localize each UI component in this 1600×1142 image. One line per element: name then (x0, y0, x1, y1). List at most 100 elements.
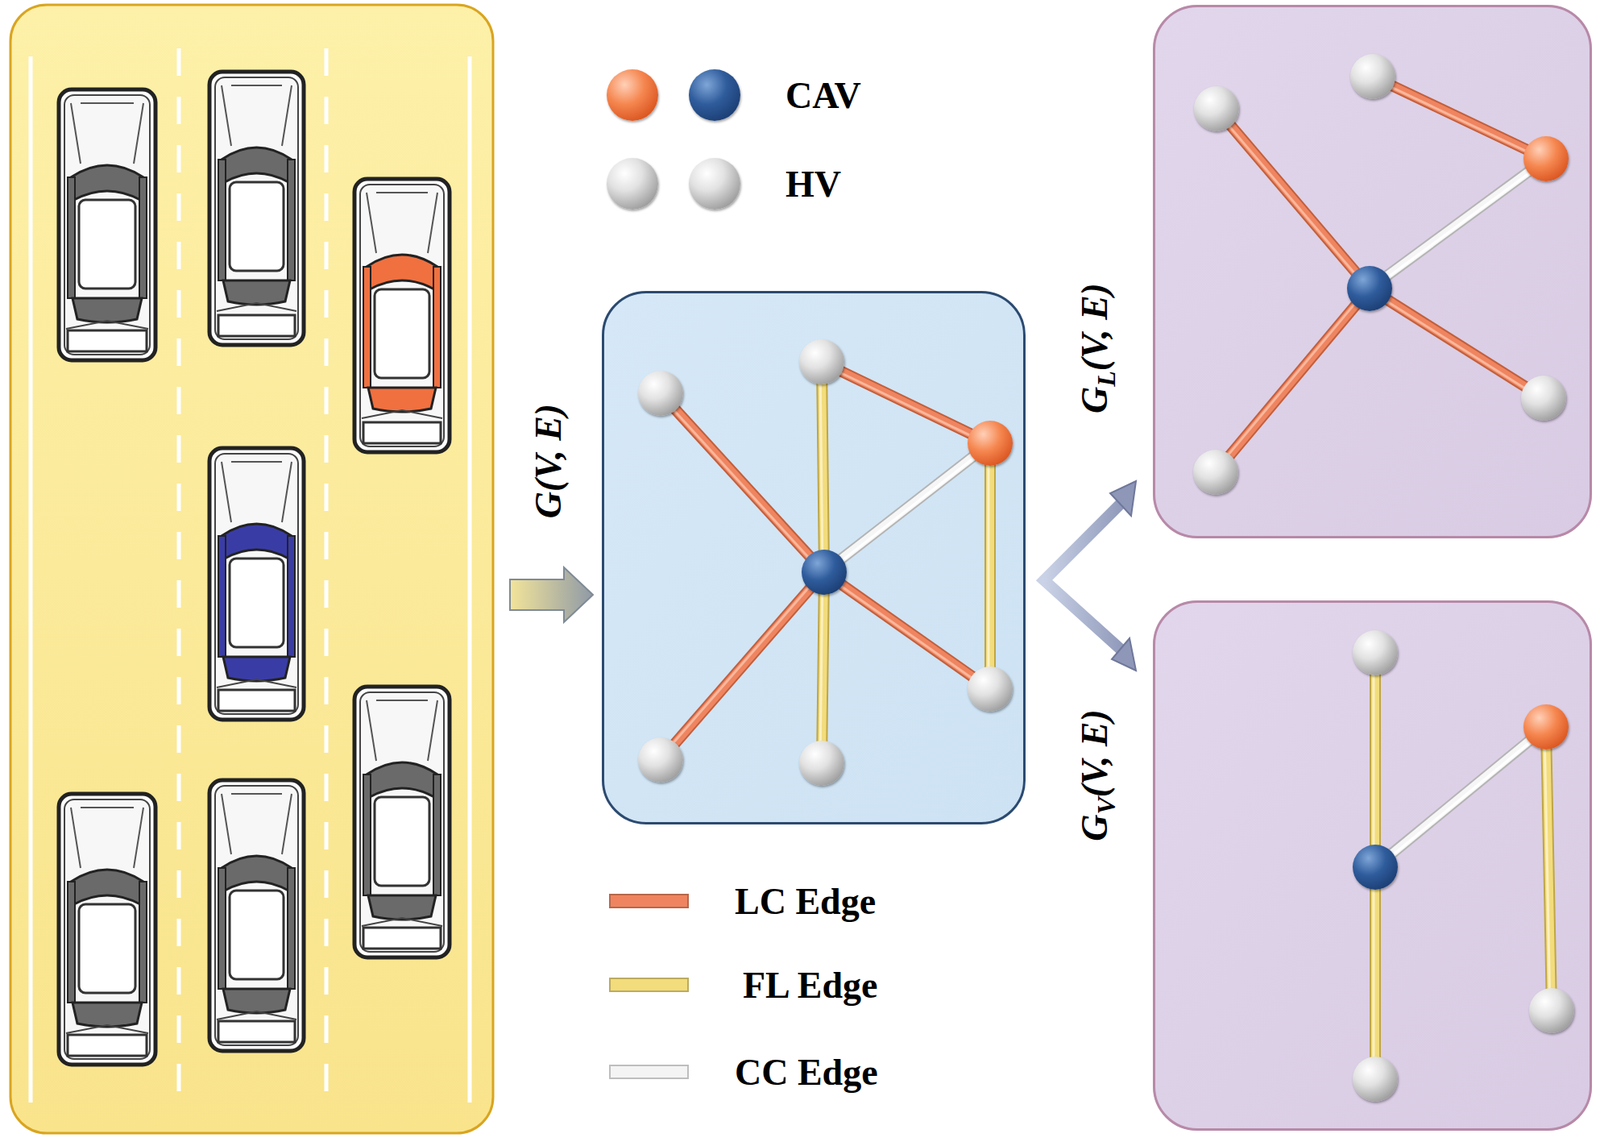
legend-ball (606, 157, 659, 210)
subscript: V (1091, 796, 1121, 814)
edge-line (1390, 738, 1532, 855)
edge-highlight (840, 455, 976, 562)
car (209, 779, 304, 1051)
graph-edge (1390, 738, 1533, 856)
car-windshield (221, 147, 292, 183)
car-trunk (361, 410, 443, 419)
hv-node (1529, 987, 1575, 1033)
car-bumper (218, 315, 295, 336)
car-pillar (287, 867, 295, 989)
graph-panel-fill (601, 290, 1026, 825)
edge-highlight (820, 591, 822, 744)
graph-panel (601, 290, 1026, 825)
edge-line (1371, 886, 1380, 1060)
edge-highlight (1544, 746, 1550, 991)
graph-edge (1544, 746, 1551, 991)
car-pillar (287, 535, 295, 657)
car-hood (366, 700, 438, 761)
car-outline (215, 77, 299, 340)
car-bumper (67, 330, 147, 352)
hv-node (799, 339, 845, 385)
car-pillar (287, 159, 295, 281)
cav-node (801, 549, 847, 595)
car (209, 447, 304, 720)
subgraph-panel (1152, 4, 1592, 539)
graph-edge (820, 591, 824, 744)
car-pillar (433, 774, 441, 896)
car-rear-window (223, 280, 291, 305)
car (58, 89, 156, 361)
edge-outline (839, 455, 975, 561)
car (354, 686, 450, 958)
car-roof (229, 890, 284, 979)
edge-outline (1369, 671, 1381, 848)
car-roof (78, 903, 136, 993)
car-body (209, 779, 304, 1051)
graph-edge (1384, 169, 1532, 278)
edge-outline (1384, 169, 1530, 278)
edge-highlight (1227, 124, 1356, 275)
car-pillar (433, 266, 441, 388)
car-outline (360, 692, 444, 952)
edge-line (1390, 84, 1530, 150)
graph-edge (820, 381, 824, 553)
car-trunk (216, 1011, 297, 1020)
car-trunk (216, 679, 297, 688)
graph-edge (1389, 84, 1529, 152)
edge-outline (1227, 302, 1357, 457)
legend-swatch (609, 1064, 689, 1079)
car-rear-window (72, 1002, 142, 1027)
car-pillar (218, 535, 226, 657)
arrow-head (1111, 638, 1136, 671)
edge-highlight (838, 371, 973, 436)
graph-edge (838, 369, 974, 436)
label-text: (V, E) (1073, 282, 1116, 371)
legend-ball (688, 69, 741, 121)
graph-edge (1227, 123, 1357, 275)
car-hood (70, 807, 144, 868)
car-pillar (139, 881, 147, 1003)
edge-highlight (1372, 886, 1376, 1060)
legend-text: CC Edge (734, 1050, 879, 1094)
car-hood (366, 192, 438, 253)
car-rear-window (72, 298, 142, 323)
edge-highlight (838, 584, 974, 679)
edge-highlight (1384, 299, 1526, 389)
graph-edge (988, 462, 991, 670)
car-bumper (67, 1034, 147, 1056)
car-windshield (70, 165, 144, 200)
car-body (58, 89, 156, 361)
edge-outline (673, 407, 812, 559)
subscript: L (1091, 370, 1121, 387)
car-roof (78, 199, 136, 289)
graph-edge (1226, 302, 1358, 457)
cav-node (1523, 704, 1569, 750)
car-pillar (218, 867, 226, 989)
road-edge (468, 56, 473, 1103)
edge-line (840, 583, 975, 678)
hv-node (1193, 449, 1239, 495)
road-edge (29, 56, 34, 1103)
edge-line (986, 462, 995, 670)
flow-arrow (509, 567, 593, 622)
car-rear-window (223, 656, 291, 681)
car-outline (215, 785, 299, 1045)
car-body (354, 178, 450, 452)
car (58, 793, 156, 1065)
car-outline (360, 184, 444, 447)
subgraph-panel (1152, 600, 1592, 1131)
edge-highlight (1391, 740, 1533, 857)
car-roof (229, 182, 284, 271)
edge-highlight (1226, 302, 1356, 456)
legend-text: HV (785, 162, 842, 206)
car-trunk (361, 917, 443, 926)
hv-node (1352, 1056, 1398, 1102)
car-pillar (139, 177, 147, 299)
edge-highlight (1372, 671, 1376, 848)
car-bumper (363, 422, 441, 444)
edge-line (839, 455, 975, 561)
car (354, 178, 450, 452)
edge-line (673, 407, 812, 559)
hv-node (1193, 86, 1240, 132)
car-windshield (70, 869, 144, 904)
